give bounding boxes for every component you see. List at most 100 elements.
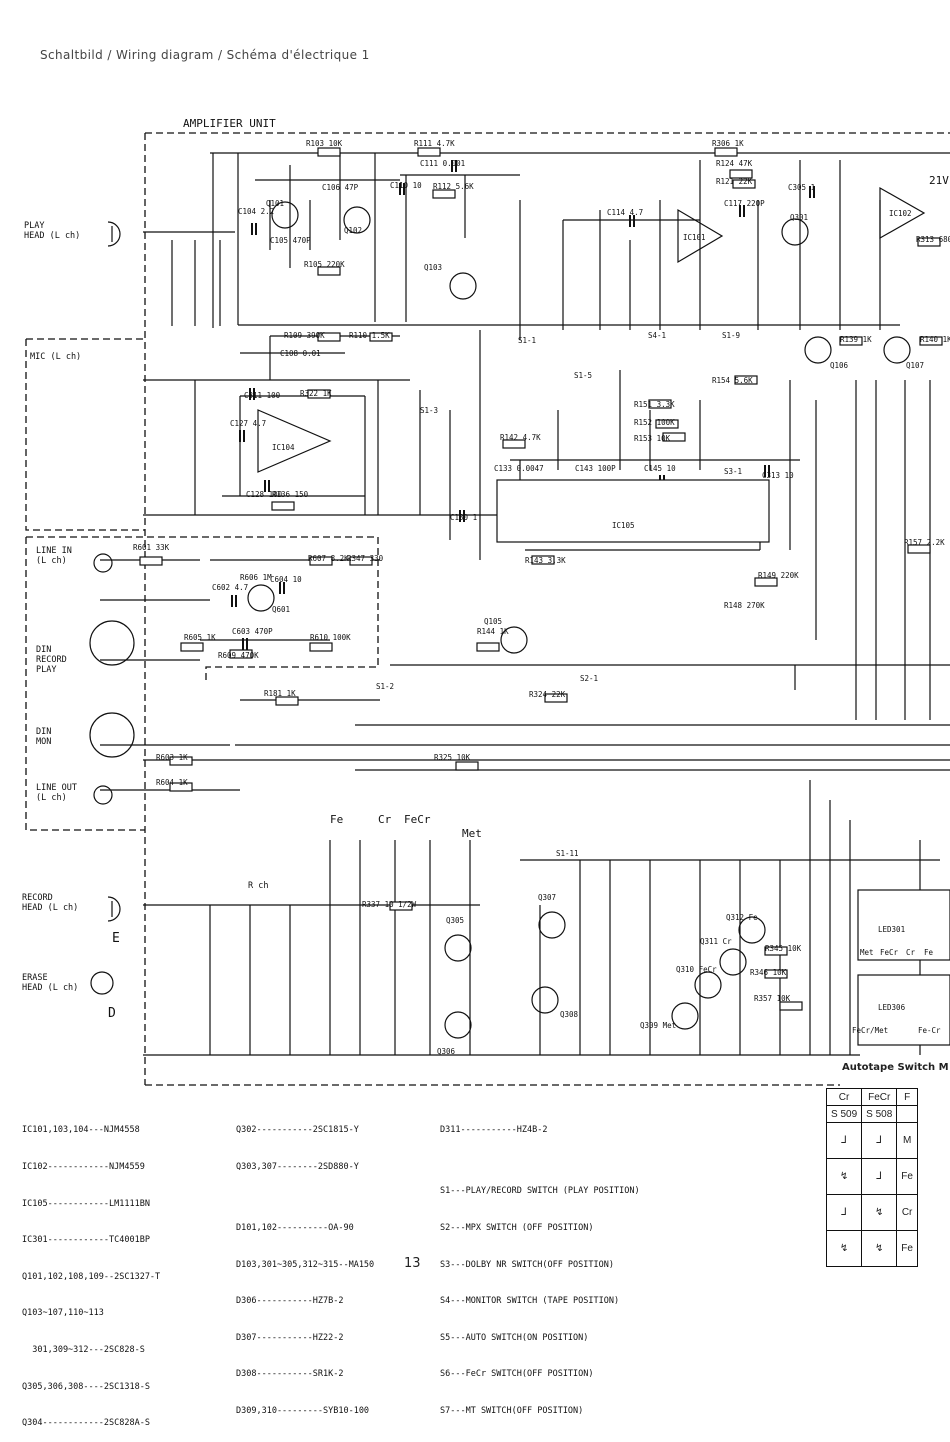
component-label: Q107 [906, 361, 924, 370]
component-label: Q307 [538, 893, 556, 902]
e-label: E [112, 931, 120, 946]
table-header: S 508 [861, 1105, 898, 1123]
component-label: R143 3.3K [525, 556, 566, 565]
legend-line: Q103~107,110~113 [22, 1308, 104, 1319]
component-label: Q312 Fe [726, 913, 758, 922]
component-label: Q601 [272, 605, 290, 614]
table-header: F [896, 1088, 918, 1106]
legend-line: Q302-----------2SC1815-Y [236, 1125, 359, 1136]
component-label: R148 270K [724, 601, 765, 610]
component-label: Q101 [266, 199, 284, 208]
component-label: C604 10 [270, 575, 302, 584]
switch-position-icon: ⅃ [861, 1122, 898, 1159]
component-label: R112 5.6K [433, 182, 474, 191]
switch-position-icon: ↯ [825, 1158, 863, 1195]
component-label: IC102 [889, 209, 912, 218]
component-label: R153 10K [634, 434, 671, 443]
legend-line: S2---MPX SWITCH (OFF POSITION) [440, 1223, 594, 1234]
component-label: S1-1 [518, 336, 536, 345]
component-label: C602 4.7 [212, 583, 248, 592]
component-label: R609 470K [218, 651, 259, 660]
component-label: Q106 [830, 361, 849, 370]
legend-line: S3---DOLBY NR SWITCH(OFF POSITION) [440, 1259, 614, 1270]
component-label: R121 22K [716, 177, 753, 186]
table-header [896, 1105, 918, 1123]
component-label: C106 47P [322, 183, 359, 192]
amplifier-unit-boundary [144, 132, 950, 1086]
component-label: Q308 [560, 1010, 579, 1019]
component-label: R607 8.2K [308, 554, 349, 563]
component-label: S2-1 [580, 674, 598, 683]
component-label: Q105 [484, 617, 502, 626]
table-row: ↯⅃ Fe [825, 1158, 918, 1195]
component-label: C305 1 [788, 183, 815, 192]
component-label: R324 22K [529, 690, 566, 699]
component-label: S1-9 [722, 331, 740, 340]
switch-position-icon: ↯ [861, 1230, 898, 1267]
switch-position-icon: ⅃ [825, 1122, 863, 1159]
line-in-label: LINE IN(L ch) [36, 546, 72, 566]
rch-label: R ch [248, 881, 268, 891]
switch-position-icon: ↯ [861, 1194, 898, 1231]
component-label: IC101 [683, 233, 706, 242]
table-row: ⅃⅃ M [825, 1122, 918, 1159]
component-label: C114 4.7 [607, 208, 643, 217]
component-label: R151 3.3K [634, 400, 675, 409]
component-label: R140 1K [920, 335, 950, 344]
component-label: R606 1M [240, 573, 272, 582]
component-label: Q310 FeCr [676, 965, 717, 974]
line-out-label: LINE OUT(L ch) [36, 783, 77, 803]
component-label: S1-3 [420, 406, 438, 415]
component-label: S1-2 [376, 682, 394, 691]
component-label: R154 5.6K [712, 376, 753, 385]
component-label: Fe-Cr [918, 1026, 941, 1035]
component-label: R157 2.2K [904, 538, 945, 547]
legend-line: S1---PLAY/RECORD SWITCH (PLAY POSITION) [440, 1186, 640, 1197]
capacitor-plates [231, 160, 815, 650]
component-label: R103 10K [306, 139, 343, 148]
component-label: S1-11 [556, 849, 579, 858]
legend-line: D309,310---------SYB10-100 [236, 1406, 370, 1417]
resistor-bodies [139, 147, 943, 1011]
component-label: R142 4.7K [500, 433, 541, 442]
component-label: R322 1K [300, 389, 332, 398]
table-header: FeCr [861, 1088, 898, 1106]
legend-line: IC301------------TC4001BP [22, 1235, 150, 1246]
component-label: Q311 Cr [700, 937, 732, 946]
component-label: C105 470P [270, 236, 311, 245]
component-label: S1-5 [574, 371, 592, 380]
legend-ic-list: IC101,103,104---NJM4558 IC102-----------… [22, 1100, 160, 1442]
component-label: R603 1K [156, 753, 188, 762]
legend-line: S4---MONITOR SWITCH (TAPE POSITION) [440, 1296, 620, 1307]
component-label: S4-1 [648, 331, 666, 340]
table-row: ↯↯ Fe [825, 1230, 918, 1267]
tape-label-cr: Cr [378, 813, 392, 826]
legend-line: D308-----------SR1K-2 [236, 1369, 344, 1380]
legend-line: Q303,307--------2SD880-Y [236, 1162, 359, 1173]
component-label: R325 10K [434, 753, 471, 762]
page-number: 13 [404, 1256, 421, 1271]
component-label: C111 0.001 [420, 159, 465, 168]
component-label: R347 330 [347, 554, 384, 563]
line-block-boundary [25, 536, 379, 831]
legend-line: D306-----------HZ7B-2 [236, 1296, 344, 1307]
switch-position-icon: ⅃ [861, 1158, 898, 1195]
legend-transistor-list: Q302-----------2SC1815-Y Q303,307-------… [236, 1100, 374, 1429]
component-label: S3-1 [724, 467, 742, 476]
component-label: R109 390K [284, 331, 325, 340]
transistor-symbols [247, 201, 911, 1039]
mic-block-boundary [25, 338, 145, 531]
table-row: S 509 S 508 [825, 1105, 918, 1123]
table-row: ⅃↯ Cr [825, 1194, 918, 1231]
autotape-title: Autotape Switch M [842, 1062, 949, 1073]
page-title: Schaltbild / Wiring diagram / Schéma d'é… [40, 48, 370, 62]
component-label: R110 1.5K [349, 331, 390, 340]
component-label: R604 1K [156, 778, 188, 787]
component-label: R306 1K [712, 139, 744, 148]
legend-line: Q304------------2SC828A-S [22, 1418, 150, 1429]
